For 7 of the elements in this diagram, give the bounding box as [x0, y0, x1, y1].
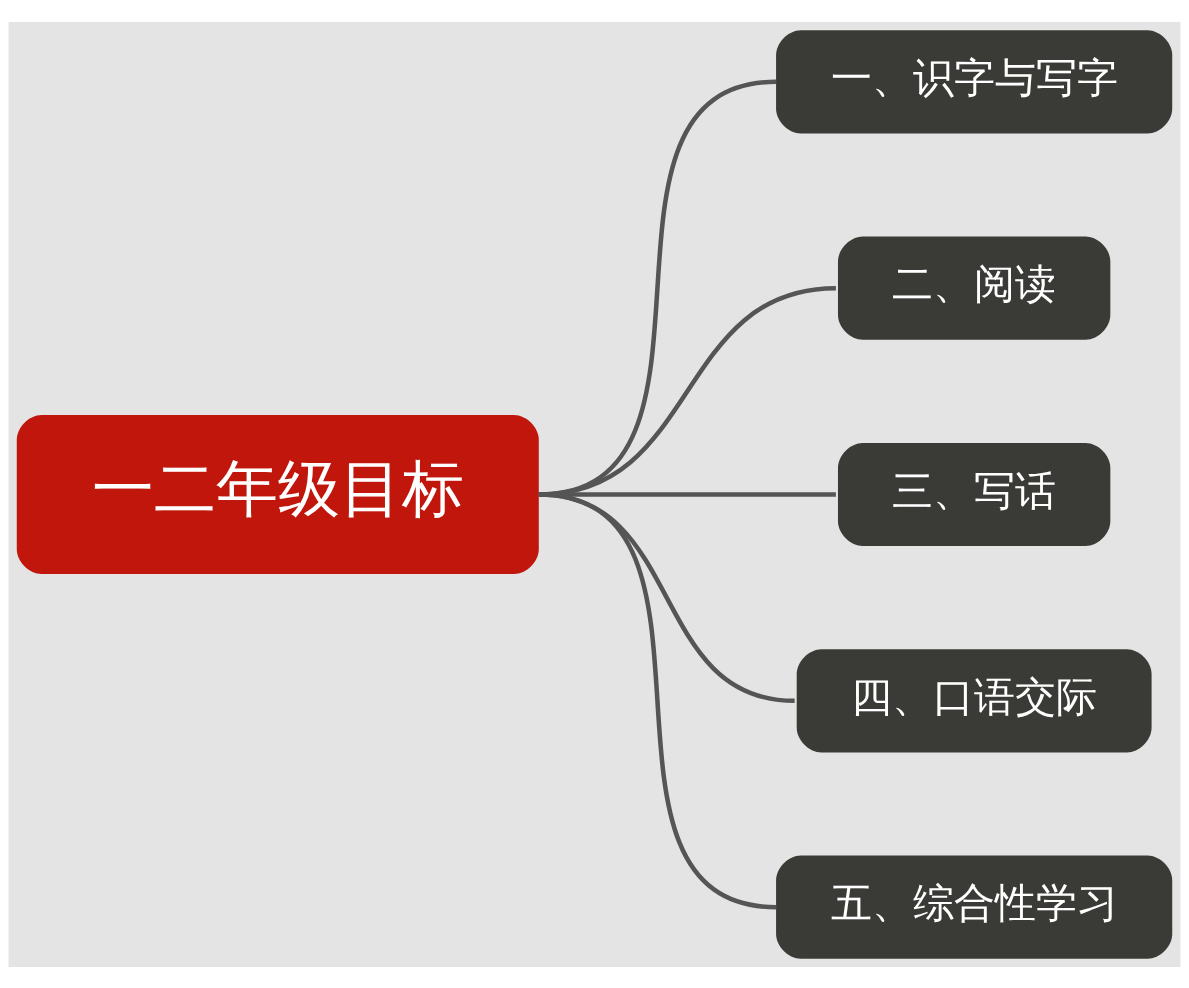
node-box: 四、口语交际 — [796, 648, 1152, 752]
node-box: 一二年级目标 — [16, 414, 539, 574]
node-box: 二、阅读 — [837, 236, 1111, 340]
node-box: 三、写话 — [837, 442, 1111, 546]
node-box: 五、综合性学习 — [776, 855, 1173, 959]
node-box: 一、识字与写字 — [776, 29, 1173, 133]
connector — [538, 491, 777, 909]
